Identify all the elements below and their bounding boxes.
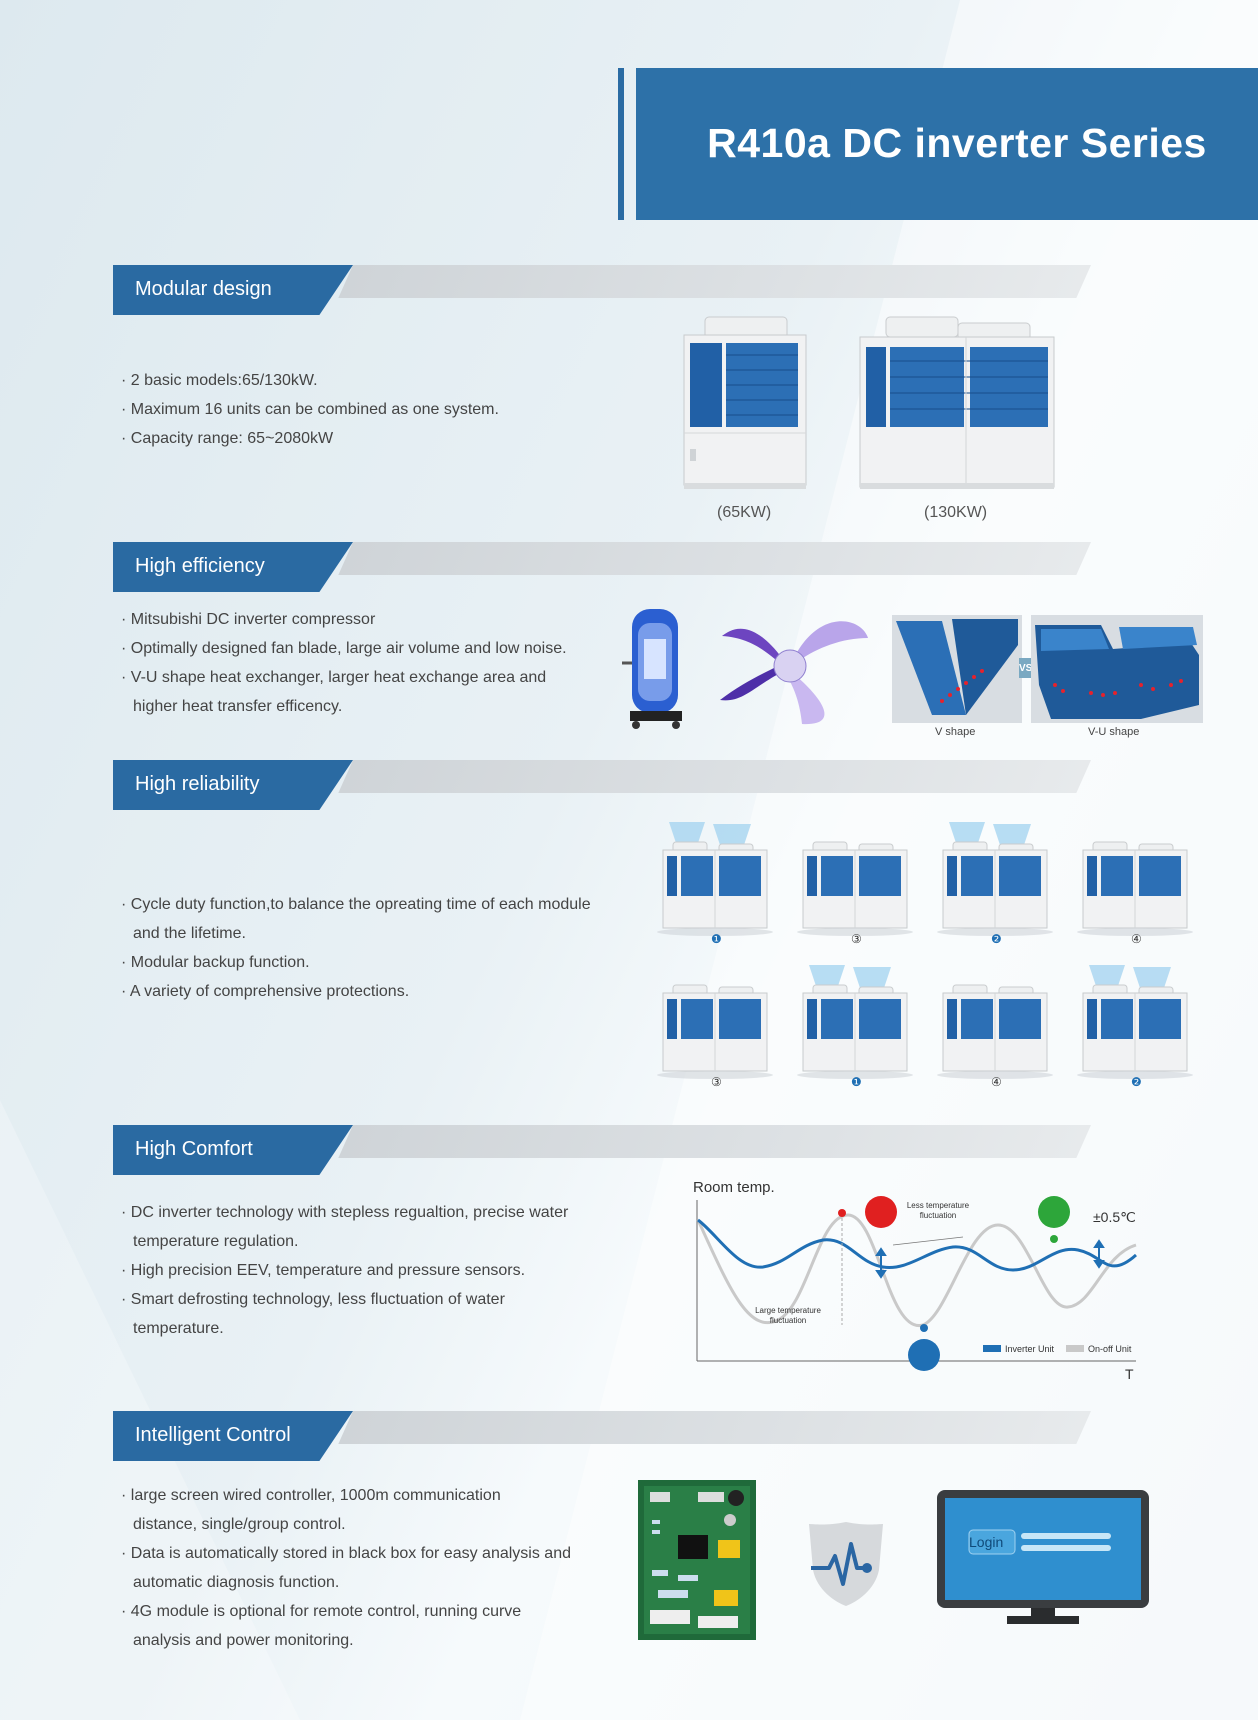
- caption-v-u-shape: V-U shape: [1088, 726, 1140, 738]
- bullet: · DC inverter technology with stepless r…: [121, 1204, 569, 1221]
- cold-indicator-circle: [908, 1339, 940, 1371]
- module-sequence-label: ❷: [1131, 1075, 1142, 1089]
- legend-swatch-onoff: [1066, 1345, 1084, 1352]
- module-sequence-label: ④: [991, 1075, 1002, 1089]
- bullet: · Modular backup function.: [121, 954, 310, 971]
- chart-ylabel: Room temp.: [693, 1179, 775, 1196]
- bullet: · Maximum 16 units can be combined as on…: [121, 401, 499, 418]
- legend-onoff: On-off Unit: [1088, 1344, 1132, 1354]
- caption-65kw: (65KW): [717, 504, 772, 521]
- reliability-bullets: · Cycle duty function,to balance the opr…: [121, 890, 591, 1006]
- bullet: · Mitsubishi DC inverter compressor: [121, 611, 376, 628]
- section-title: High efficiency: [135, 555, 265, 577]
- bullet: · Data is automatically stored in black …: [121, 1545, 571, 1562]
- legend-inverter: Inverter Unit: [1005, 1344, 1055, 1354]
- comfort-bullets: · DC inverter technology with stepless r…: [121, 1198, 568, 1343]
- section-title: High reliability: [135, 773, 260, 795]
- module-unit-image: [1077, 841, 1193, 936]
- module-sequence-label: ❶: [851, 1075, 862, 1089]
- control-bullets: · large screen wired controller, 1000m c…: [121, 1481, 571, 1655]
- bullet: temperature regulation.: [133, 1233, 299, 1250]
- peak-dot: [838, 1209, 846, 1217]
- module-sequence-label: ❶: [711, 932, 722, 946]
- module-unit-image: [657, 822, 773, 936]
- bullet: · Smart defrosting technology, less fluc…: [121, 1291, 505, 1308]
- module-unit-image: [797, 965, 913, 1079]
- caption-v-shape: V shape: [935, 726, 976, 738]
- title-banner: R410a DC inverter Series: [636, 68, 1258, 220]
- section-header-efficiency: High efficiency: [113, 542, 1091, 592]
- bullet: · A variety of comprehensive protections…: [121, 983, 410, 1000]
- annotation-large-2: fluctuation: [770, 1316, 806, 1325]
- module-unit-image: [657, 984, 773, 1079]
- module-sequence-label: ❷: [991, 932, 1002, 946]
- inverter-series-line: [697, 1218, 1137, 1272]
- bullet: · large screen wired controller, 1000m c…: [121, 1487, 501, 1504]
- module-unit-image: [797, 841, 913, 936]
- bullet: · High precision EEV, temperature and pr…: [121, 1262, 526, 1279]
- trough-dot: [920, 1324, 928, 1332]
- section-header-reliability: High reliability: [113, 760, 1091, 810]
- module-unit-image: [937, 984, 1053, 1079]
- chart-xlabel: T: [1125, 1366, 1134, 1382]
- bullet: automatic diagnosis function.: [133, 1574, 340, 1591]
- pcb-board-image: [638, 1480, 756, 1640]
- room-temp-chart: Room temp. T Less temperature fluctuatio…: [693, 1179, 1137, 1382]
- section-title: Modular design: [135, 278, 272, 300]
- module-sequence-label: ③: [711, 1075, 722, 1089]
- section-title: Intelligent Control: [135, 1424, 291, 1446]
- bullet: · Cycle duty function,to balance the opr…: [121, 896, 591, 913]
- module-unit-image: [937, 822, 1053, 936]
- fluctuation-arrow-icon: [875, 1239, 1105, 1279]
- section-title: High Comfort: [135, 1138, 253, 1160]
- section-header-comfort: High Comfort: [113, 1125, 1091, 1175]
- fan-blade-image: [720, 621, 868, 725]
- legend-swatch-inverter: [983, 1345, 1001, 1352]
- shield-monitor-icon: [809, 1522, 883, 1606]
- efficiency-bullets: · Mitsubishi DC inverter compressor · Op…: [121, 605, 567, 721]
- v-u-shape-exchanger-image: [1031, 615, 1203, 723]
- bullet: · 2 basic models:65/130kW.: [121, 372, 318, 389]
- modular-bullets: · 2 basic models:65/130kW. · Maximum 16 …: [121, 366, 499, 453]
- caption-130kw: (130KW): [924, 504, 988, 521]
- unit-130kw-image: [859, 316, 1055, 489]
- bullet: temperature.: [133, 1320, 224, 1337]
- module-sequence-label: ④: [1131, 932, 1142, 946]
- comfort-indicator-circle: [1038, 1196, 1070, 1228]
- section-header-control: Intelligent Control: [113, 1411, 1091, 1461]
- bullet: · 4G module is optional for remote contr…: [121, 1603, 522, 1620]
- annotation-large-1: Large temperature: [755, 1306, 821, 1315]
- annotation-less-1: Less temperature: [907, 1201, 970, 1210]
- module-unit-image: [1077, 965, 1193, 1079]
- v-shape-exchanger-image: [892, 615, 1022, 723]
- vs-label: VS: [1019, 663, 1033, 674]
- monitor-image: [937, 1490, 1149, 1624]
- annotation-leader: [892, 1236, 964, 1246]
- onoff-series-line: [696, 1213, 1137, 1327]
- bullet: analysis and power monitoring.: [133, 1632, 354, 1649]
- bullet: and the lifetime.: [133, 925, 246, 942]
- bullet: · Capacity range: 65~2080kW: [121, 430, 334, 447]
- section-header-modular: Modular design: [113, 265, 1091, 315]
- bullet: · Optimally designed fan blade, large ai…: [121, 640, 567, 657]
- hot-indicator-circle: [865, 1196, 897, 1228]
- module-sequence-label: ③: [851, 932, 862, 946]
- bullet: · V-U shape heat exchanger, larger heat …: [121, 669, 547, 686]
- comfort-dot: [1050, 1235, 1058, 1243]
- bullet: distance, single/group control.: [133, 1516, 346, 1533]
- page-title: R410a DC inverter Series: [707, 120, 1207, 166]
- annotation-less-2: fluctuation: [920, 1211, 956, 1220]
- login-label: Login: [969, 1534, 1004, 1550]
- annotation-tolerance: ±0.5℃: [1093, 1209, 1136, 1225]
- bullet: higher heat transfer efficency.: [133, 698, 343, 715]
- title-accent-bar: [618, 68, 624, 220]
- compressor-image: [622, 609, 682, 729]
- unit-65kw-image: [683, 316, 807, 489]
